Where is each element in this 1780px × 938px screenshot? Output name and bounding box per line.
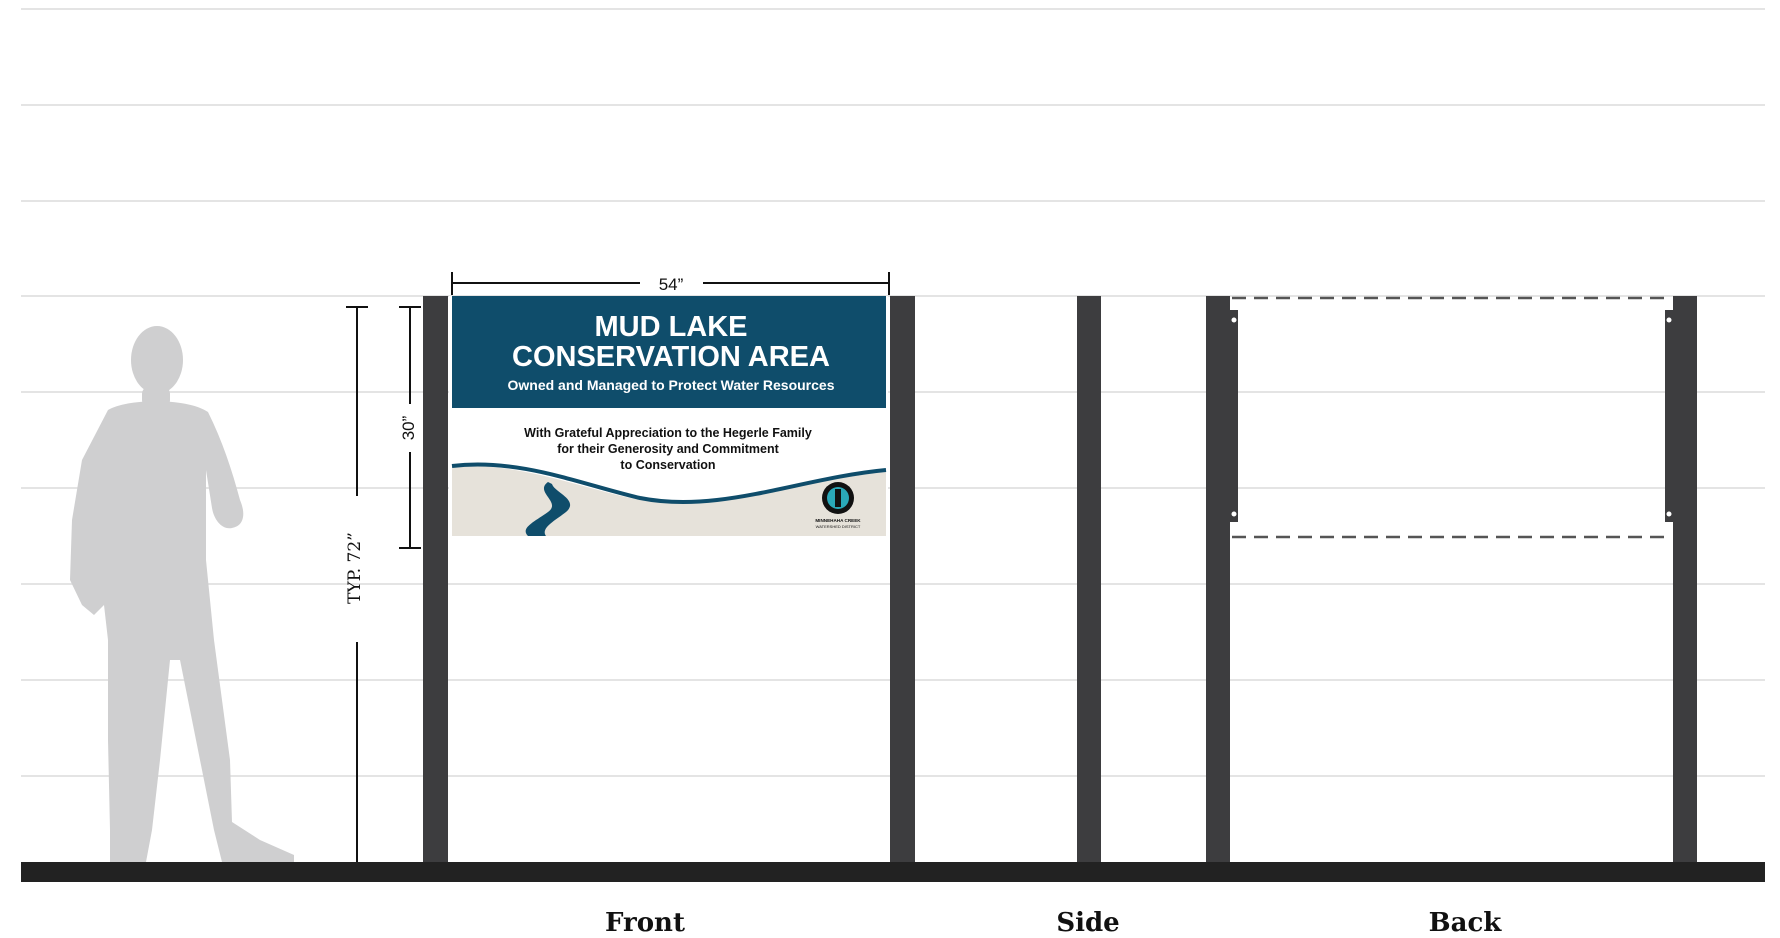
logo-text-line1: MINNEHAHA CREEK	[815, 518, 861, 523]
sign-ground-band	[452, 465, 886, 536]
width-label: 54”	[659, 275, 684, 294]
front-left-post	[423, 296, 448, 862]
back-left-post	[1206, 296, 1230, 862]
sign-subtitle: Owned and Managed to Protect Water Resou…	[508, 377, 835, 393]
human-scale-silhouette	[70, 326, 294, 862]
watershed-district-logo: MINNEHAHA CREEK WATERSHED DISTRICT	[815, 482, 861, 529]
back-mounting-bracket-right	[1665, 310, 1673, 522]
panel-height-label: 30”	[399, 415, 418, 440]
sign-dedication-line1: With Grateful Appreciation to the Hegerl…	[524, 426, 812, 440]
view-label-back: Back	[1429, 908, 1503, 938]
sign-dedication-line3: to Conservation	[620, 458, 715, 472]
back-panel-outline-dashed	[1232, 296, 1671, 539]
back-mounting-bracket-left	[1230, 310, 1238, 522]
width-dimension	[451, 272, 890, 295]
sign-header	[452, 296, 886, 408]
back-right-post	[1673, 296, 1697, 862]
sign-panel: MUD LAKE CONSERVATION AREA Owned and Man…	[449, 296, 888, 536]
sign-wave-line	[451, 462, 887, 505]
sign-dedication-line2: for their Generosity and Commitment	[557, 442, 779, 456]
logo-text-line2: WATERSHED DISTRICT	[816, 524, 861, 529]
sign-river-graphic	[525, 482, 571, 536]
view-label-front: Front	[605, 908, 685, 938]
total-height-label: TYP. 72”	[345, 532, 365, 604]
panel-height-dimension	[399, 306, 421, 549]
front-right-post	[890, 296, 915, 862]
side-post	[1077, 296, 1101, 862]
sign-title-line1: MUD LAKE	[594, 311, 747, 343]
ground-line	[21, 862, 1765, 882]
sign-title-line2: CONSERVATION AREA	[512, 341, 830, 373]
view-label-side: Side	[1056, 908, 1119, 938]
